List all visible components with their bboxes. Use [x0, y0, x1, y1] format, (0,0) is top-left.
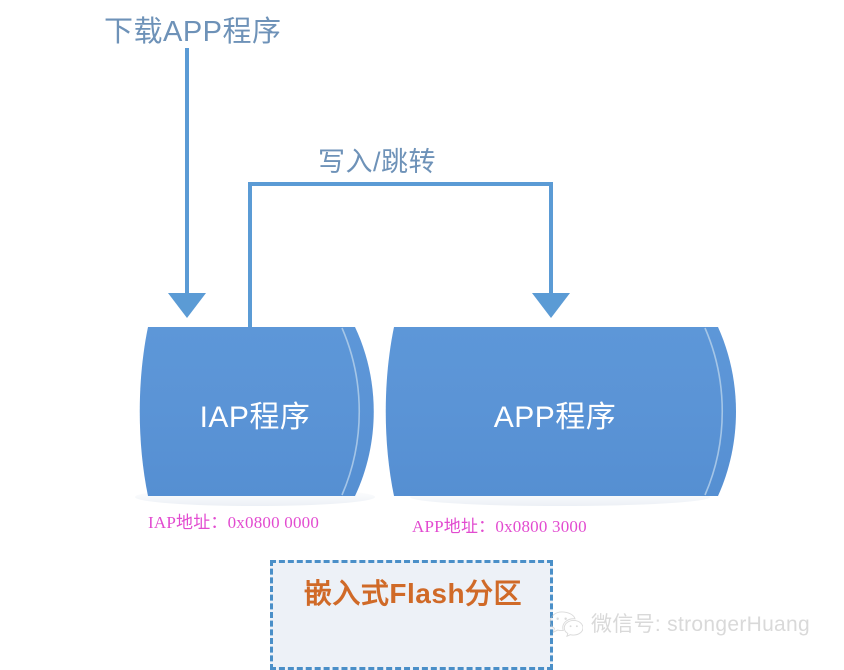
watermark-text: 微信号: strongerHuang — [591, 613, 810, 636]
download-arrow — [168, 48, 206, 318]
iap-cylinder-label: IAP程序 — [199, 401, 311, 434]
wechat-icon — [549, 611, 583, 637]
download-app-label: 下载APP程序 — [104, 16, 282, 48]
watermark: 微信号: strongerHuang — [549, 608, 810, 638]
app-address-label: APP地址：0x0800 3000 — [412, 517, 587, 536]
write-jump-label: 写入/跳转 — [318, 147, 437, 177]
app-cylinder-label: APP程序 — [493, 401, 617, 434]
iap-address-label: IAP地址：0x0800 0000 — [148, 513, 320, 532]
flash-partition-label: 嵌入式Flash分区 — [303, 578, 523, 609]
write-jump-connector — [248, 182, 570, 340]
